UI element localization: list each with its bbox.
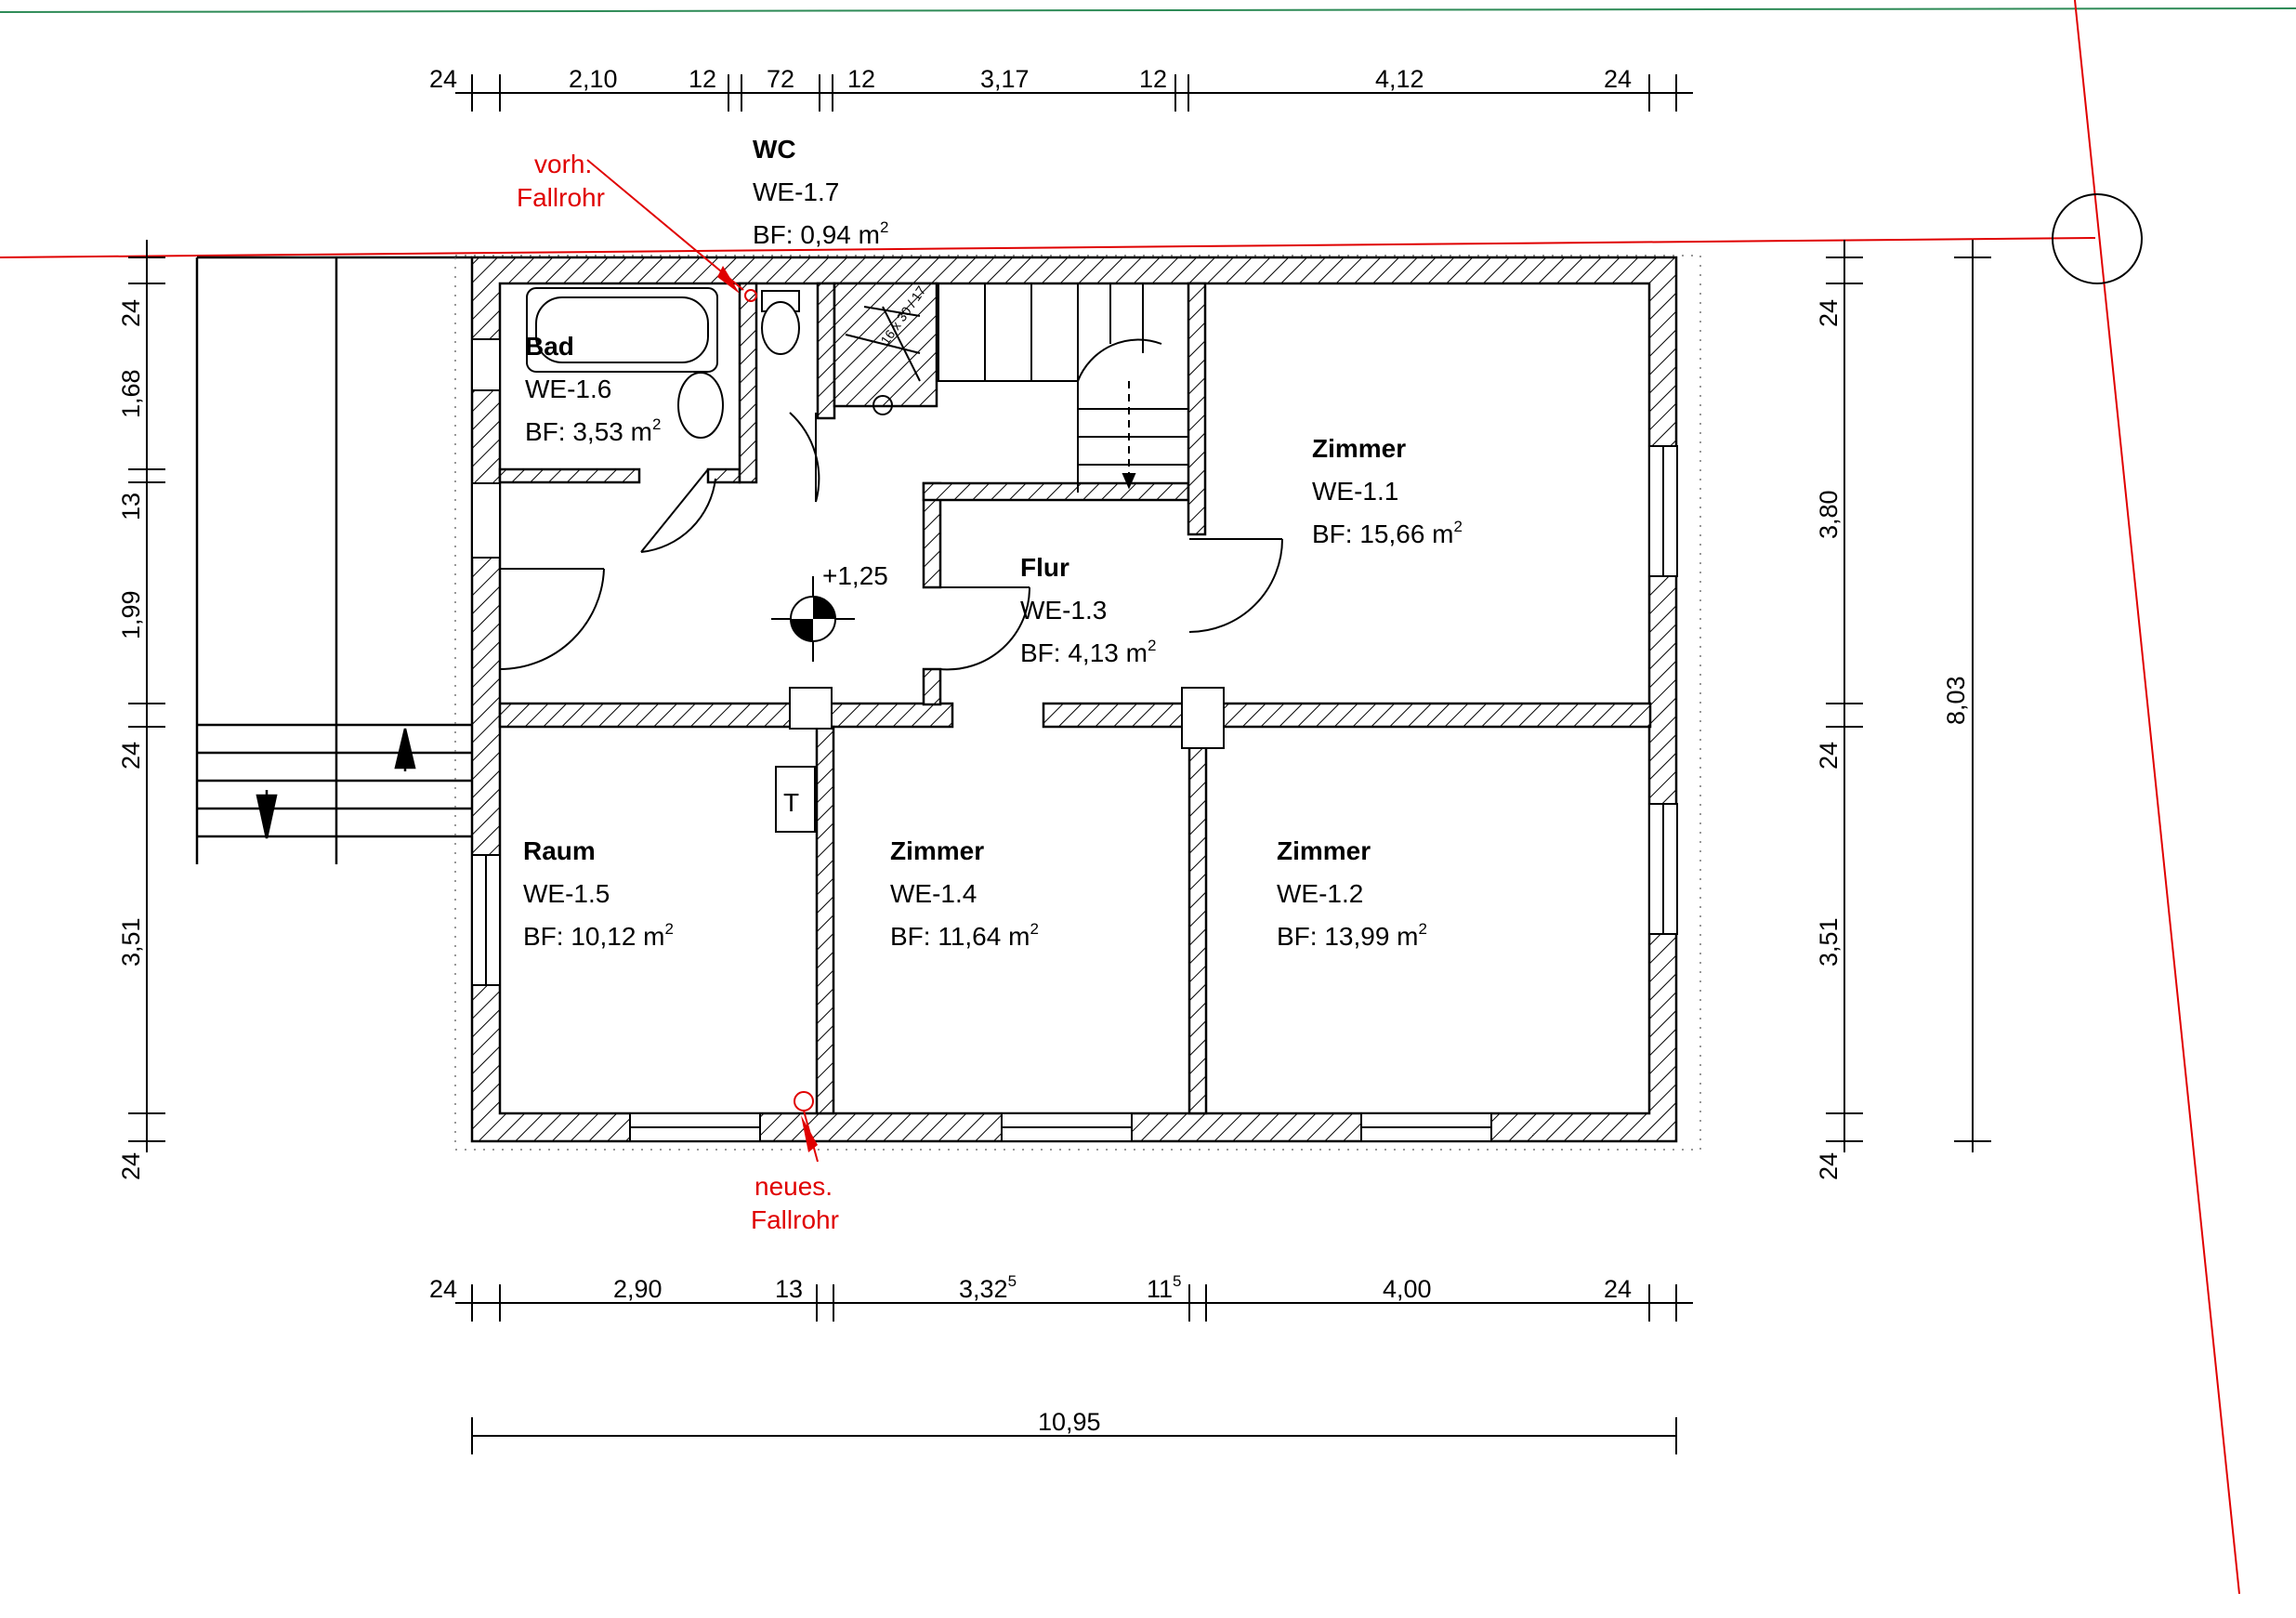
windows	[471, 338, 1678, 1142]
room-area: BF: 0,94 m2	[753, 218, 888, 249]
dim-label: 24	[1815, 742, 1843, 770]
room-label-bad: Bad WE-1.6 BF: 3,53 m2	[525, 332, 661, 446]
exterior-walls	[470, 256, 1678, 1143]
room-name: Flur	[1020, 553, 1069, 582]
red-boundary-lines	[0, 0, 2240, 1595]
dim-label: 115	[1147, 1272, 1182, 1303]
dim-label: 24	[1815, 1152, 1843, 1180]
new-pipe-line-1: neues.	[754, 1172, 833, 1201]
interior-walls	[498, 282, 1652, 1115]
room-area: BF: 11,64 m2	[890, 920, 1039, 951]
dim-label: 1,68	[117, 369, 145, 418]
room-id: WE-1.2	[1277, 879, 1363, 908]
room-name: Zimmer	[1312, 434, 1406, 463]
property-line	[0, 7, 2296, 13]
symbol-t: T	[783, 788, 799, 817]
dim-label: 24	[117, 1152, 145, 1180]
room-area: BF: 10,12 m2	[523, 920, 674, 951]
room-id: WE-1.5	[523, 879, 610, 908]
room-label-zimmer-1-4: Zimmer WE-1.4 BF: 11,64 m2	[890, 836, 1039, 951]
new-downpipe-note: neues. Fallrohr	[751, 1091, 839, 1234]
dim-label: 4,00	[1383, 1275, 1432, 1303]
dim-label: 12	[847, 65, 875, 93]
doors	[499, 412, 1283, 671]
dim-label: 4,12	[1375, 65, 1424, 93]
dim-label: 24	[1604, 1275, 1632, 1303]
room-area: BF: 13,99 m2	[1277, 920, 1427, 951]
dim-label: 3,51	[117, 917, 145, 967]
old-downpipe-note: vorh. Fallrohr	[517, 150, 757, 302]
room-label-wc: WC WE-1.7 BF: 0,94 m2	[753, 135, 888, 249]
room-id: WE-1.3	[1020, 596, 1107, 625]
dim-total-label: 8,03	[1942, 676, 1970, 725]
room-label-raum: Raum WE-1.5 BF: 10,12 m2	[523, 836, 674, 951]
dim-label: 13	[117, 493, 145, 520]
dimension-total	[471, 1417, 1677, 1454]
dim-label: 24	[117, 299, 145, 327]
dimension-text-left: 24 1,68 13 1,99 24 3,51 24	[117, 299, 145, 1180]
level-label: +1,25	[822, 561, 888, 590]
dimension-text-right: 24 3,80 24 3,51 24 8,03	[1815, 299, 1970, 1180]
dimension-text-bottom: 24 2,90 13 3,325 115 4,00 24	[429, 1272, 1632, 1303]
interior-stair	[833, 283, 1188, 493]
room-name: Zimmer	[890, 836, 984, 865]
dimension-text-top: 24 2,10 12 72 12 3,17 12 4,12 24	[429, 65, 1632, 93]
room-label-flur: Flur WE-1.3 BF: 4,13 m2	[1020, 553, 1156, 667]
dim-total-label: 10,95	[1038, 1408, 1101, 1436]
level-marker: +1,25	[771, 561, 888, 662]
dim-label: 24	[1604, 65, 1632, 93]
dim-label: 3,51	[1815, 917, 1843, 967]
room-id: WE-1.4	[890, 879, 977, 908]
room-name: Zimmer	[1277, 836, 1371, 865]
dimension-chain-left	[128, 240, 165, 1152]
insulation-outline	[454, 255, 1701, 1151]
room-id: WE-1.7	[753, 178, 839, 206]
old-pipe-line-2: Fallrohr	[517, 183, 605, 212]
dim-label: 24	[1815, 299, 1843, 327]
dim-label: 72	[767, 65, 794, 93]
room-id: WE-1.1	[1312, 477, 1398, 506]
dimension-chain-bottom	[455, 1284, 1693, 1322]
dim-label: 3,325	[959, 1272, 1017, 1303]
old-pipe-line-1: vorh.	[534, 150, 592, 178]
room-label-zimmer-1-1: Zimmer WE-1.1 BF: 15,66 m2	[1312, 434, 1463, 548]
new-pipe-line-2: Fallrohr	[751, 1205, 839, 1234]
dim-label: 2,10	[569, 65, 618, 93]
dimension-chain-top	[455, 74, 1693, 112]
dim-label: 24	[429, 65, 457, 93]
dim-label: 3,80	[1815, 490, 1843, 539]
room-name: WC	[753, 135, 796, 164]
room-area: BF: 4,13 m2	[1020, 637, 1156, 667]
room-area: BF: 15,66 m2	[1312, 518, 1463, 548]
dim-label: 1,99	[117, 590, 145, 639]
dim-label: 12	[1139, 65, 1167, 93]
dim-label: 13	[775, 1275, 803, 1303]
sanitary-fixtures	[526, 287, 800, 439]
dim-label: 12	[689, 65, 716, 93]
room-name: Raum	[523, 836, 596, 865]
room-name: Bad	[525, 332, 574, 361]
exterior-stair	[195, 256, 472, 864]
room-id: WE-1.6	[525, 375, 611, 403]
room-area: BF: 3,53 m2	[525, 415, 661, 446]
dim-label: 2,90	[613, 1275, 663, 1303]
dim-label: 24	[429, 1275, 457, 1303]
room-label-zimmer-1-2: Zimmer WE-1.2 BF: 13,99 m2	[1277, 836, 1427, 951]
dimension-chain-right	[1826, 240, 1991, 1152]
dim-label: 24	[117, 742, 145, 770]
shaft-blocks	[775, 687, 1225, 833]
dim-label: 3,17	[980, 65, 1030, 93]
